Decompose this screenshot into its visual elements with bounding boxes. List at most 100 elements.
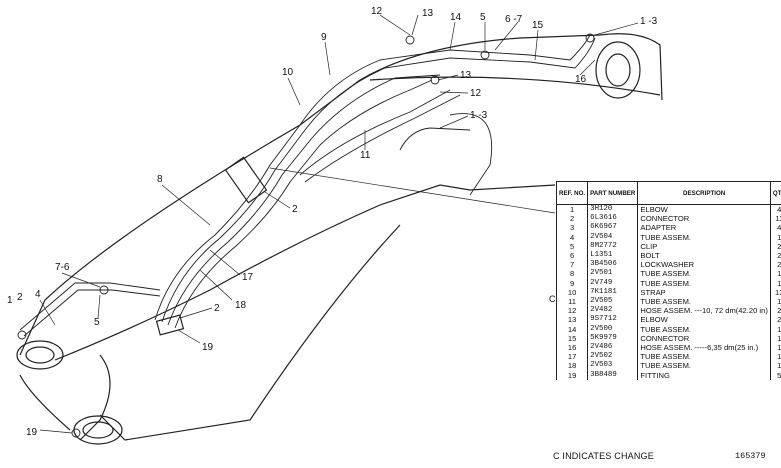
row-ref: 6 bbox=[555, 251, 589, 261]
row-part-number: 2V502 bbox=[587, 352, 639, 362]
callout-5: 5 bbox=[94, 317, 100, 328]
row-ref: 5 bbox=[555, 241, 589, 252]
row-part-number: 5K9979 bbox=[587, 333, 639, 344]
callout-2-clamp: 2 bbox=[292, 204, 298, 215]
tube-bundle bbox=[19, 34, 596, 337]
row-description: TUBE ASSEM. bbox=[637, 324, 771, 334]
callout-2-lower: 2 bbox=[214, 303, 220, 314]
row-qty: 1 bbox=[769, 269, 781, 279]
row-part-number: 2V749 bbox=[587, 278, 639, 288]
row-description: CONNECTOR bbox=[637, 333, 771, 344]
row-qty: 2 bbox=[769, 260, 781, 270]
change-legend: C INDICATES CHANGE bbox=[553, 451, 654, 461]
drawing-number: 165379 bbox=[735, 451, 766, 461]
row-description: CLIP bbox=[637, 241, 771, 252]
header-ref: REF. NO. bbox=[555, 181, 589, 205]
row-description: TUBE ASSEM. bbox=[637, 232, 771, 242]
callout-5-top: 5 bbox=[480, 12, 486, 23]
parts-list-table: REF. NO. PART NUMBER DESCRIPTION QTY 13H… bbox=[555, 181, 781, 380]
row-description: TUBE ASSEM. bbox=[637, 361, 771, 371]
row-ref: 7 bbox=[555, 260, 589, 270]
clamp-block bbox=[155, 156, 268, 336]
row-part-number: 6L3616 bbox=[587, 214, 639, 224]
top-bore bbox=[595, 41, 641, 99]
row-ref: 10 bbox=[555, 287, 589, 298]
header-description: DESCRIPTION bbox=[637, 181, 771, 205]
row-qty: 11 bbox=[769, 214, 781, 224]
parts-table-header: REF. NO. PART NUMBER DESCRIPTION QTY bbox=[555, 181, 781, 205]
row-part-number: 2V486 bbox=[587, 343, 639, 353]
header-qty: QTY bbox=[769, 181, 781, 205]
callout-16: 16 bbox=[575, 74, 587, 85]
callout-2: 2 bbox=[17, 292, 23, 303]
callout-15: 15 bbox=[532, 20, 544, 31]
row-ref: 9 bbox=[555, 278, 589, 288]
row-qty: 2 bbox=[769, 315, 781, 325]
callout-17: 17 bbox=[242, 272, 254, 283]
leader-lines bbox=[39, 14, 639, 434]
row-qty: 1 bbox=[769, 232, 781, 242]
row-part-number: 7K1181 bbox=[587, 287, 639, 298]
row-ref: 19 bbox=[555, 370, 589, 380]
row-description: LOCKWASHER bbox=[637, 260, 771, 270]
row-description: TUBE ASSEM. bbox=[637, 352, 771, 362]
row-description: CONNECTOR bbox=[637, 214, 771, 224]
row-ref: 4 bbox=[555, 232, 589, 242]
row-part-number: 2V504 bbox=[587, 232, 639, 242]
row-ref: 15 bbox=[555, 333, 589, 344]
callout-14: 14 bbox=[450, 12, 462, 23]
row-qty: 1 bbox=[769, 278, 781, 288]
table-row: 107K1181STRAP13 bbox=[555, 287, 781, 298]
callout-12-mid: 12 bbox=[470, 88, 482, 99]
callout-19-mid: 19 bbox=[202, 342, 214, 353]
row-qty: 1 bbox=[769, 333, 781, 344]
row-qty: 13 bbox=[769, 287, 781, 298]
callout-13-mid: 13 bbox=[460, 70, 472, 81]
row-qty: 2 bbox=[769, 251, 781, 261]
table-row: 26L3616CONNECTOR11 bbox=[555, 214, 781, 224]
callout-4: 4 bbox=[35, 289, 41, 300]
row-qty: 2 bbox=[769, 306, 781, 316]
row-part-number: 6K6967 bbox=[587, 223, 639, 233]
row-description: BOLT bbox=[637, 251, 771, 261]
row-part-number: 3B4506 bbox=[587, 260, 639, 270]
row-part-number: 2V501 bbox=[587, 269, 639, 279]
row-qty: 1 bbox=[769, 343, 781, 353]
row-qty: 1 bbox=[769, 297, 781, 307]
row-part-number: 8M2772 bbox=[587, 241, 639, 252]
callout-8: 8 bbox=[157, 174, 163, 185]
row-part-number: 3B8489 bbox=[587, 370, 639, 380]
row-qty: 1 bbox=[769, 361, 781, 371]
row-description: ELBOW bbox=[637, 315, 771, 325]
row-description: TUBE ASSEM. bbox=[637, 297, 771, 307]
row-qty: 2 bbox=[769, 241, 781, 252]
callouts: 1 2 7-6 4 5 19 8 17 18 2 19 2 10 9 12 13… bbox=[7, 6, 658, 438]
callout-12-top: 12 bbox=[371, 6, 383, 17]
boom-outline bbox=[19, 33, 663, 441]
callout-10: 10 bbox=[282, 67, 294, 78]
row-ref: 1 bbox=[555, 204, 589, 215]
callout-19-lower: 19 bbox=[26, 427, 38, 438]
row-ref: 8 bbox=[555, 269, 589, 279]
row-part-number: 2V503 bbox=[587, 361, 639, 371]
row-part-number: 9S7712 bbox=[587, 315, 639, 325]
row-ref: 14 bbox=[555, 324, 589, 334]
callout-13-top: 13 bbox=[422, 8, 434, 19]
callout-11: 11 bbox=[360, 150, 371, 161]
callout-9: 9 bbox=[321, 32, 327, 43]
callout-18: 18 bbox=[235, 300, 247, 311]
callout-1: 1 bbox=[7, 295, 13, 306]
row-qty: 4 bbox=[769, 223, 781, 233]
row-ref: 3 bbox=[555, 223, 589, 233]
change-marker: C bbox=[549, 294, 556, 304]
